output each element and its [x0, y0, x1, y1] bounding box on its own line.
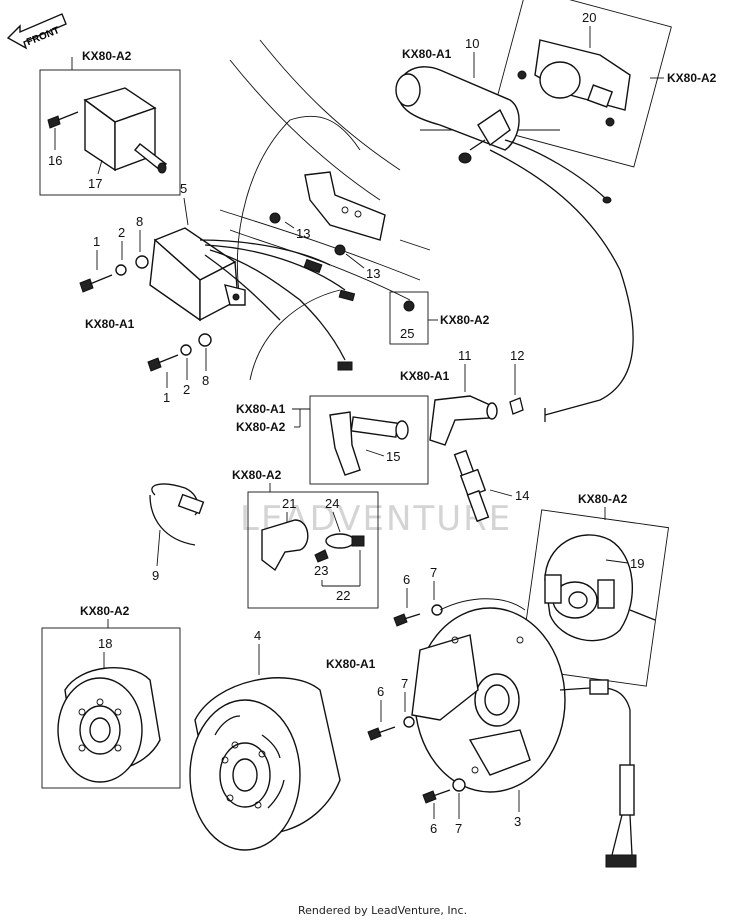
part-7-washer — [431, 604, 443, 616]
label-25: 25 — [400, 326, 414, 341]
label-5: 5 — [180, 181, 187, 196]
part-24-clamp — [325, 533, 365, 549]
part-2-washer — [180, 344, 192, 356]
part-25-nut — [403, 300, 415, 312]
part-6-screw — [393, 613, 421, 627]
label-19: 19 — [630, 556, 644, 571]
label-13: 13 — [296, 226, 310, 241]
part-1-bolt — [147, 354, 179, 372]
label-6: 6 — [377, 684, 384, 699]
part-12-clip — [509, 397, 524, 415]
part-6-screw — [422, 789, 451, 804]
label-14: 14 — [515, 488, 529, 503]
label-20: 20 — [582, 10, 596, 25]
part-1-bolt — [79, 274, 113, 293]
label-2: 2 — [183, 382, 190, 397]
part-9-band — [149, 483, 205, 546]
plate-leader — [439, 598, 526, 611]
label-6: 6 — [430, 821, 437, 836]
part-16-screw — [47, 111, 79, 129]
model-label: KX80-A2 — [80, 604, 130, 618]
label-13: 13 — [366, 266, 380, 281]
part-6-screw — [367, 726, 396, 741]
model-label: KX80-A2 — [667, 71, 717, 85]
label-7: 7 — [401, 676, 408, 691]
kx80-a1-a2-box-15 — [309, 395, 429, 485]
part-21-cap — [261, 519, 309, 572]
model-label: KX80-A1 — [236, 402, 286, 416]
label-6: 6 — [403, 572, 410, 587]
kx80-a2-box-21-24 — [247, 491, 379, 609]
label-1: 1 — [163, 390, 170, 405]
label-24: 24 — [325, 496, 339, 511]
part-8-washer — [198, 333, 212, 347]
model-label: KX80-A1 — [400, 369, 450, 383]
model-label: KX80-A2 — [578, 492, 628, 506]
model-label: KX80-A2 — [232, 468, 282, 482]
model-label: KX80-A1 — [326, 657, 376, 671]
high-tension-lead — [489, 149, 634, 416]
kx80-a2-box-20 — [488, 0, 672, 168]
front-arrow-icon: FRONT — [6, 13, 67, 50]
part-23-screw — [314, 549, 329, 563]
label-17: 17 — [88, 176, 102, 191]
label-2: 2 — [118, 225, 125, 240]
part-15-spark-plug-cap — [329, 411, 409, 476]
kx80-a2-box-18 — [41, 627, 181, 789]
part-20-ignition-coil — [517, 39, 631, 127]
part-10-ignition-coil — [395, 66, 612, 204]
label-11: 11 — [458, 348, 472, 363]
label-12: 12 — [510, 348, 524, 363]
kx80-a2-box-17 — [39, 69, 181, 196]
label-16: 16 — [48, 153, 62, 168]
label-4: 4 — [254, 628, 261, 643]
part-19-stator — [544, 534, 656, 642]
label-15: 15 — [386, 449, 400, 464]
part-14-spark-plug — [453, 449, 490, 523]
label-18: 18 — [98, 636, 112, 651]
part-2-washer — [115, 264, 127, 276]
part-11-spark-plug-cap — [429, 395, 498, 446]
part-8-washer — [135, 255, 149, 269]
label-8: 8 — [202, 373, 209, 388]
mounting-bracket — [269, 171, 386, 256]
part-5-cdi-unit — [149, 227, 356, 371]
part-7-washer — [452, 778, 466, 792]
label-21: 21 — [282, 496, 296, 511]
part-18-flywheel — [57, 667, 161, 783]
model-label: KX80-A2 — [82, 49, 132, 63]
part-7-washer — [403, 716, 415, 728]
label-7: 7 — [430, 565, 437, 580]
label-1: 1 — [93, 234, 100, 249]
label-3: 3 — [514, 814, 521, 829]
model-label: KX80-A1 — [85, 317, 135, 331]
part-3-stator-plate — [411, 607, 637, 868]
footer-credit: Rendered by LeadVenture, Inc. — [298, 904, 467, 917]
label-22: 22 — [336, 588, 350, 603]
label-7: 7 — [455, 821, 462, 836]
part-4-flywheel — [189, 677, 341, 851]
model-label: KX80-A2 — [440, 313, 490, 327]
label-23: 23 — [314, 563, 328, 578]
model-label: KX80-A1 — [402, 47, 452, 61]
kx80-a2-box-25 — [389, 291, 429, 345]
part-17-regulator — [83, 87, 168, 174]
label-9: 9 — [152, 568, 159, 583]
label-10: 10 — [465, 36, 479, 51]
label-8: 8 — [136, 214, 143, 229]
model-label: KX80-A2 — [236, 420, 286, 434]
